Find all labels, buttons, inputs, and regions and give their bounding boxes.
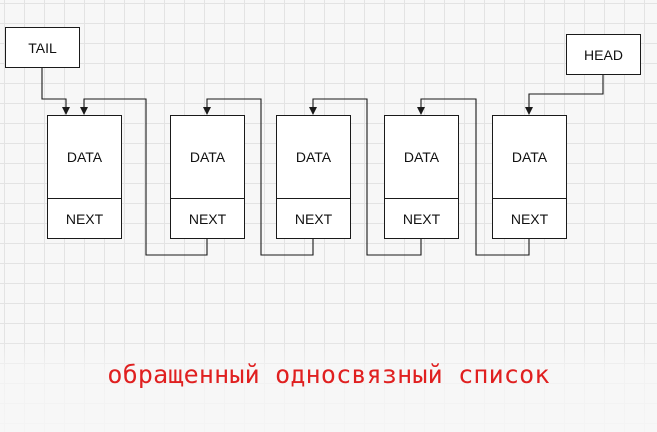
node-data-field: DATA <box>48 116 121 199</box>
node-data-field: DATA <box>277 116 350 199</box>
list-node-2: DATA NEXT <box>170 115 245 239</box>
node-data-field: DATA <box>171 116 244 199</box>
head-label: HEAD <box>584 46 623 63</box>
node-next-field: NEXT <box>294 210 333 227</box>
head-pointer-box: HEAD <box>566 34 641 75</box>
node-next-field: NEXT <box>188 210 227 227</box>
tail-pointer-arrow <box>41 68 70 115</box>
list-node-1: DATA NEXT <box>47 115 122 239</box>
head-pointer-arrow <box>525 75 604 115</box>
node-data-field: DATA <box>493 116 566 199</box>
node-next-field: NEXT <box>65 210 104 227</box>
node-next-field: NEXT <box>510 210 549 227</box>
list-node-3: DATA NEXT <box>276 115 351 239</box>
tail-label: TAIL <box>28 39 57 56</box>
caption-text: обращенный односвязный список <box>107 360 550 389</box>
node-next-field: NEXT <box>402 210 441 227</box>
list-node-4: DATA NEXT <box>384 115 459 239</box>
list-node-5: DATA NEXT <box>492 115 567 239</box>
bottom-fade <box>0 340 657 432</box>
tail-pointer-box: TAIL <box>5 27 80 68</box>
node-data-field: DATA <box>385 116 458 199</box>
